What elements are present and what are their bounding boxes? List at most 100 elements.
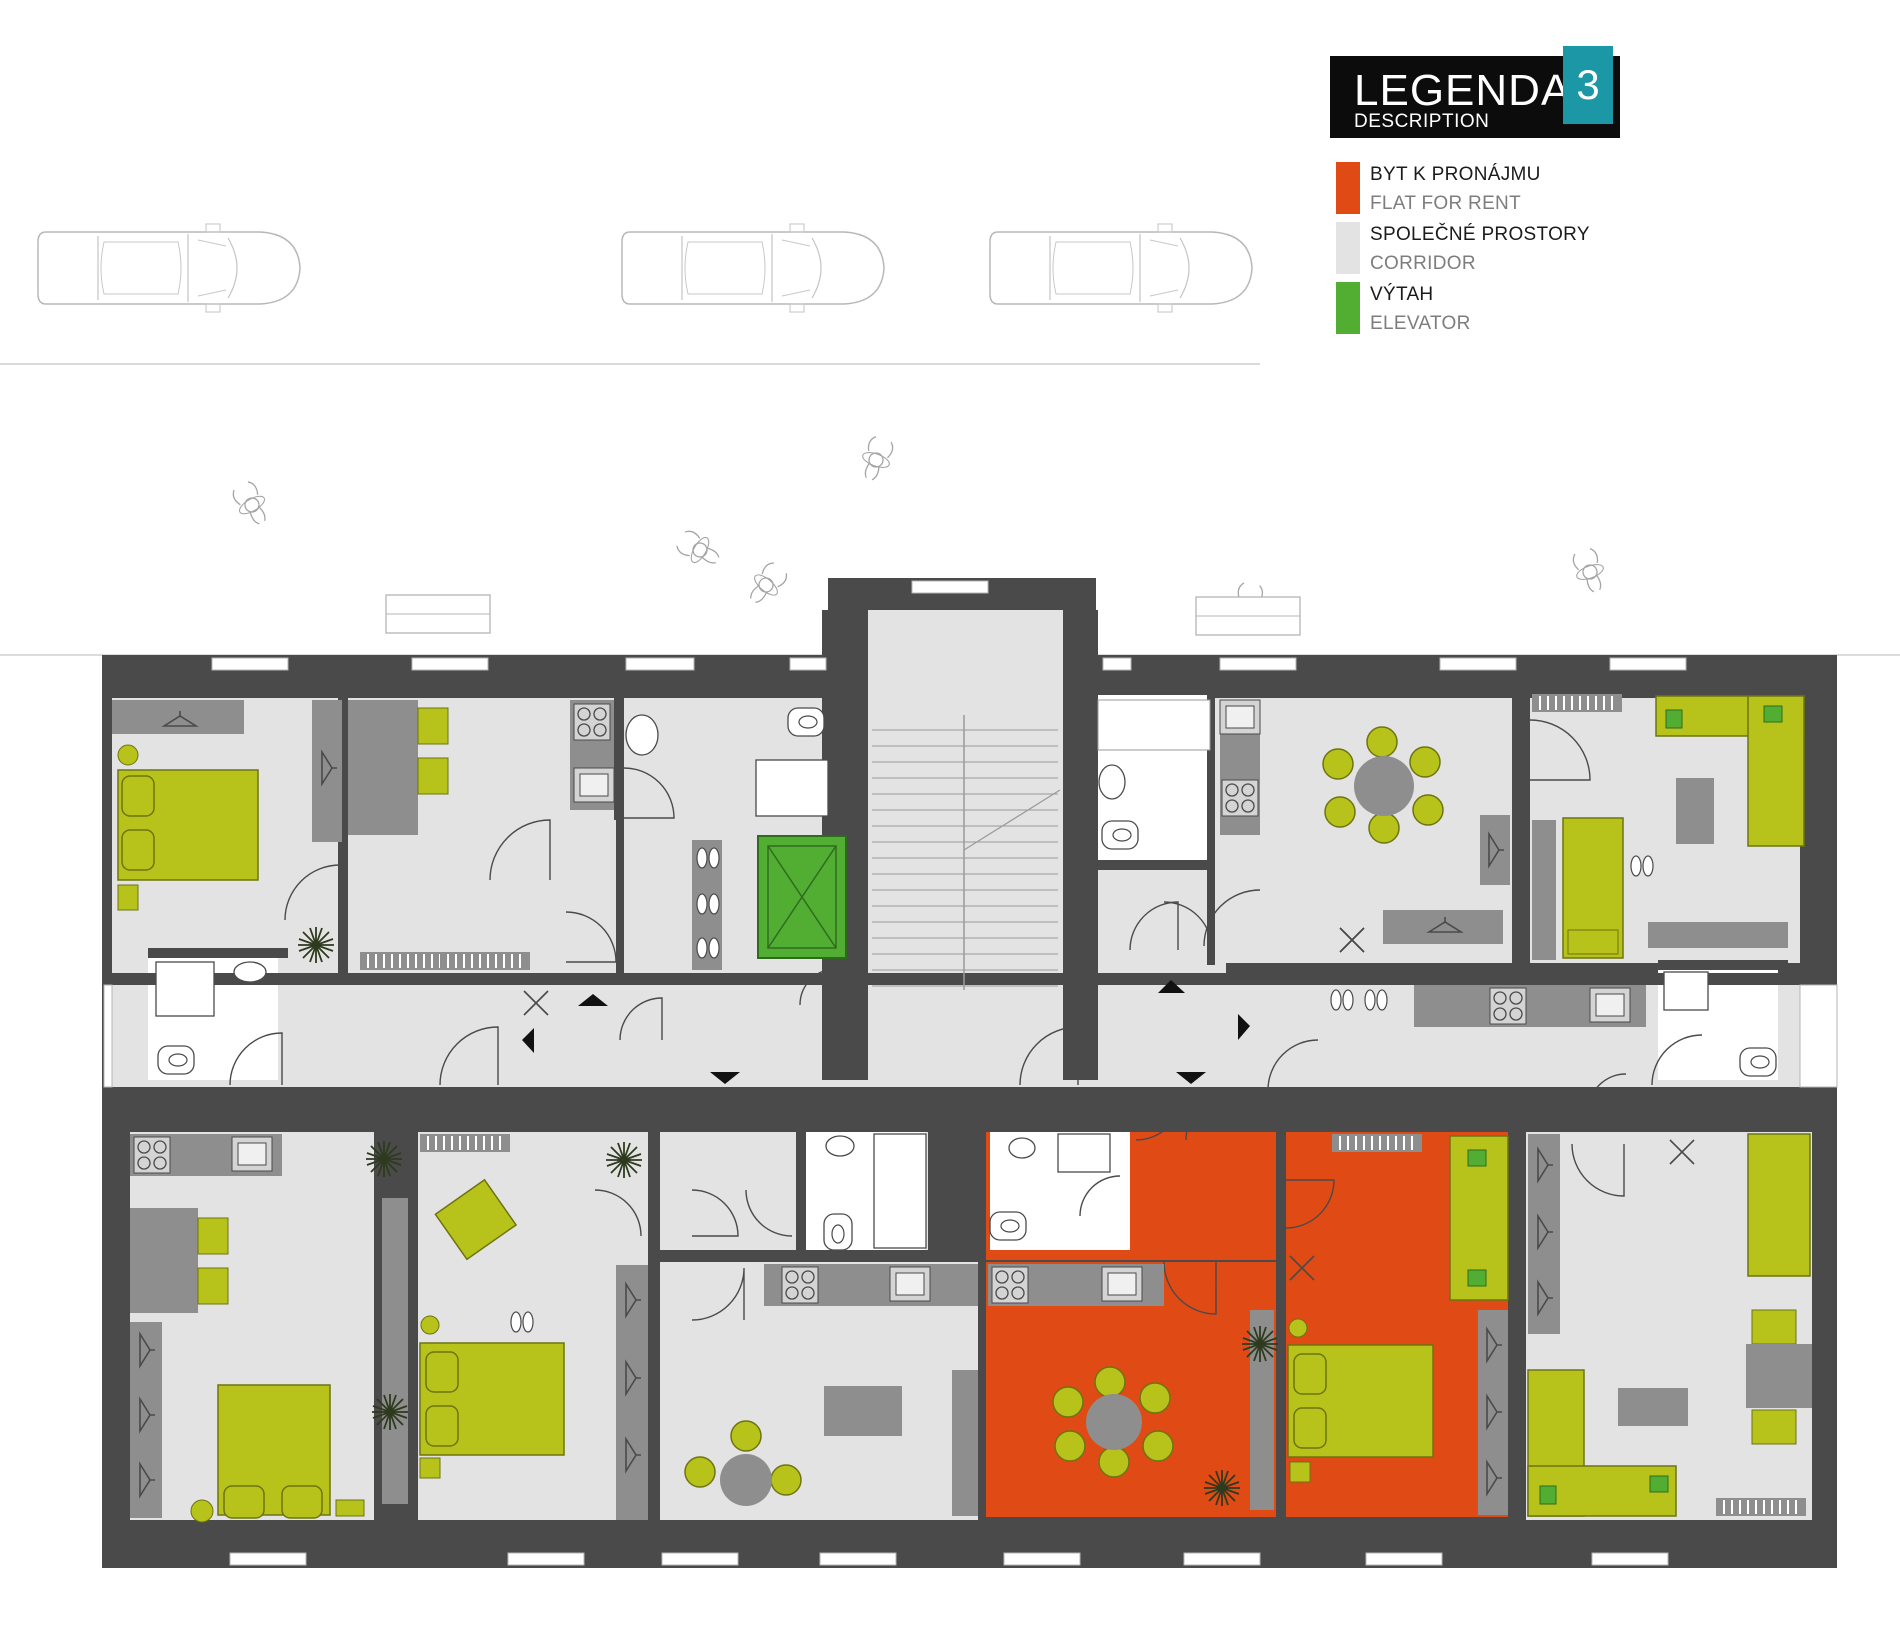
chair-icon: [417, 707, 449, 745]
door-icon: [229, 719, 1703, 1321]
shower-icon: [155, 961, 215, 1017]
elevator-icon: [757, 835, 847, 959]
pedestrian-icon: [741, 558, 792, 610]
coffee-table-icon: [1618, 1388, 1688, 1426]
pedestrian-icon: [673, 526, 725, 573]
plant-icon: [297, 926, 335, 964]
legend-swatch-orange: [1336, 162, 1360, 214]
hob-icon: [991, 1266, 1029, 1304]
sink-icon: [1589, 987, 1631, 1023]
legend-title: LEGENDA: [1354, 66, 1572, 115]
shelf-icon: [1532, 820, 1556, 960]
chair-icon: [417, 757, 449, 795]
staircase-icon: [872, 715, 1061, 990]
legend-item-sublabel: ELEVATOR: [1370, 313, 1471, 334]
shower-icon: [1097, 699, 1211, 751]
toilet-icon: [787, 707, 825, 737]
washbasin-icon: [1057, 1133, 1111, 1173]
toilet-icon: [823, 1213, 853, 1251]
bed-icon: [1287, 1318, 1434, 1483]
sink-icon: [231, 1136, 273, 1172]
floor-number-badge: 3: [1563, 46, 1613, 124]
bed-icon: [1562, 817, 1624, 959]
toilet-icon: [157, 1045, 195, 1075]
shower-icon: [755, 759, 829, 817]
legend-item-sublabel: FLAT FOR RENT: [1370, 193, 1521, 214]
dining-table-icon: [1322, 726, 1444, 844]
sofa-icon: [1527, 1369, 1677, 1517]
coffee-table-icon: [1676, 778, 1714, 844]
hob-icon: [1489, 987, 1527, 1025]
washbasin-icon: [625, 714, 659, 756]
plant-icon: [1203, 1469, 1241, 1507]
dining-table-icon: [130, 1208, 198, 1313]
direction-arrow-icon: [522, 980, 1250, 1084]
wardrobe: [1383, 910, 1503, 944]
bed-icon: [419, 1315, 565, 1479]
shelf-icon: [359, 951, 451, 971]
interior-walls: [102, 610, 1837, 1520]
chair-icon: [197, 1217, 229, 1255]
wardrobe: [1478, 1310, 1508, 1515]
legend-item-label: SPOLEČNÉ PROSTORY: [1370, 224, 1590, 245]
tv-stand-icon: [824, 1386, 902, 1436]
car-icon: [989, 223, 1253, 313]
bench-icon: [1195, 596, 1301, 636]
toilet-icon: [989, 1211, 1027, 1241]
legend-subtitle: DESCRIPTION: [1354, 111, 1490, 132]
chair-icon: [1751, 1309, 1797, 1345]
washbasin-icon: [233, 961, 267, 983]
shelf-icon: [382, 1198, 408, 1504]
car-icon: [37, 223, 301, 313]
plant-icon: [605, 1141, 643, 1179]
hob-icon: [1221, 779, 1259, 817]
shelf-icon: [1715, 1497, 1807, 1517]
wardrobe: [312, 700, 342, 842]
plant-icon: [1241, 1325, 1279, 1363]
wardrobe: [1480, 815, 1510, 885]
toilet-icon: [1101, 820, 1139, 850]
pedestrian-icon: [855, 433, 898, 485]
sink-icon: [573, 767, 615, 803]
sink-icon: [1101, 1266, 1143, 1302]
shelf-icon: [1531, 693, 1623, 713]
plant-icon: [365, 1140, 403, 1178]
toilet-icon: [1739, 1047, 1777, 1077]
bed-icon: [190, 1384, 365, 1523]
armchair-icon: [434, 1178, 518, 1261]
washbasin-icon: [1098, 764, 1126, 800]
wardrobe: [616, 1265, 648, 1520]
chair-icon: [1751, 1409, 1797, 1445]
washbasin-icon: [1663, 971, 1709, 1011]
shelf-icon: [952, 1370, 978, 1516]
legend-item-label: VÝTAH: [1370, 284, 1434, 305]
legend-item-flat-for-rent: BYT K PRONÁJMU FLAT FOR RENT: [1330, 162, 1630, 214]
sofa-icon: [1655, 695, 1805, 847]
legend-header: LEGENDA DESCRIPTION 3: [1330, 46, 1620, 138]
shelf-icon: [419, 1133, 511, 1153]
shelf-icon: [1648, 922, 1788, 948]
bed-icon: [117, 744, 259, 911]
wardrobe: [1528, 1134, 1560, 1334]
sink-icon: [889, 1266, 931, 1302]
pedestrian-icon: [228, 478, 275, 530]
washbasin-icon: [1008, 1137, 1036, 1159]
legend-item-corridor: SPOLEČNÉ PROSTORY CORRIDOR: [1330, 222, 1630, 274]
dining-table-icon: [1746, 1344, 1812, 1408]
shelf-icon: [439, 951, 531, 971]
plant-icon: [371, 1393, 409, 1431]
washbasin-icon: [825, 1135, 855, 1157]
pedestrian-icon: [1568, 545, 1611, 597]
chair-icon: [197, 1267, 229, 1305]
legend-item-sublabel: CORRIDOR: [1370, 253, 1476, 274]
dining-table-icon: [684, 1420, 802, 1506]
bed-icon: [1747, 1133, 1811, 1277]
sofa-icon: [1449, 1135, 1509, 1301]
dining-table-icon: [1052, 1366, 1174, 1478]
dining-table-icon: [348, 700, 418, 835]
hob-icon: [133, 1136, 171, 1174]
building-floor-plan: [102, 578, 1838, 1568]
legend: LEGENDA DESCRIPTION 3 BYT K PRONÁJMU FLA…: [1330, 46, 1620, 334]
legend-swatch-grey: [1336, 222, 1360, 274]
